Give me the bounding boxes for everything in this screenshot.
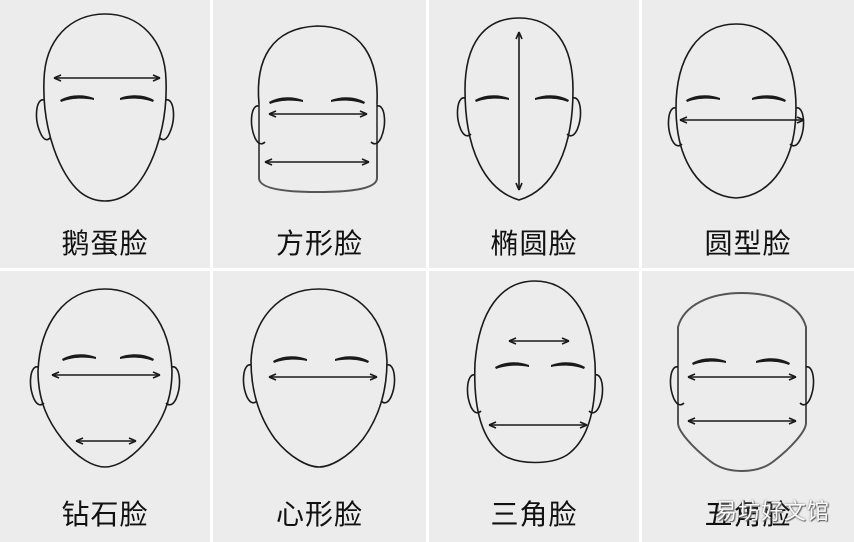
face-label: 五角脸 xyxy=(704,498,792,531)
face-cell-ellipse: 椭圆脸 xyxy=(429,0,639,268)
face-label: 钻石脸 xyxy=(61,498,149,531)
face-label: 方形脸 xyxy=(275,227,363,260)
face-label: 椭圆脸 xyxy=(490,227,578,260)
face-cell-pentagon: 五角脸 易坊好文馆 xyxy=(642,271,854,542)
square-face-drawing xyxy=(250,25,386,194)
pentagon-face-drawing xyxy=(669,291,815,473)
face-cell-oval-egg: 鹅蛋脸 xyxy=(0,0,210,268)
face-cell-triangle: 三角脸 xyxy=(429,271,639,542)
face-label: 心形脸 xyxy=(275,498,363,531)
round-face-drawing xyxy=(667,23,805,199)
face-cell-diamond: 钻石脸 xyxy=(0,271,210,542)
diamond-face-drawing xyxy=(29,288,181,468)
face-label: 鹅蛋脸 xyxy=(61,227,149,260)
heart-face-drawing xyxy=(242,288,396,468)
watermark: 易坊好文馆 xyxy=(714,500,830,525)
face-label: 三角脸 xyxy=(490,498,578,531)
triangle-face-drawing xyxy=(466,280,604,464)
face-label: 圆型脸 xyxy=(704,227,792,260)
face-cell-heart: 心形脸 xyxy=(213,271,426,542)
face-cell-square: 方形脸 xyxy=(213,0,426,268)
face-cell-round: 圆型脸 xyxy=(642,0,854,268)
ellipse-face-drawing xyxy=(456,17,582,201)
egg-face-drawing xyxy=(35,13,175,202)
